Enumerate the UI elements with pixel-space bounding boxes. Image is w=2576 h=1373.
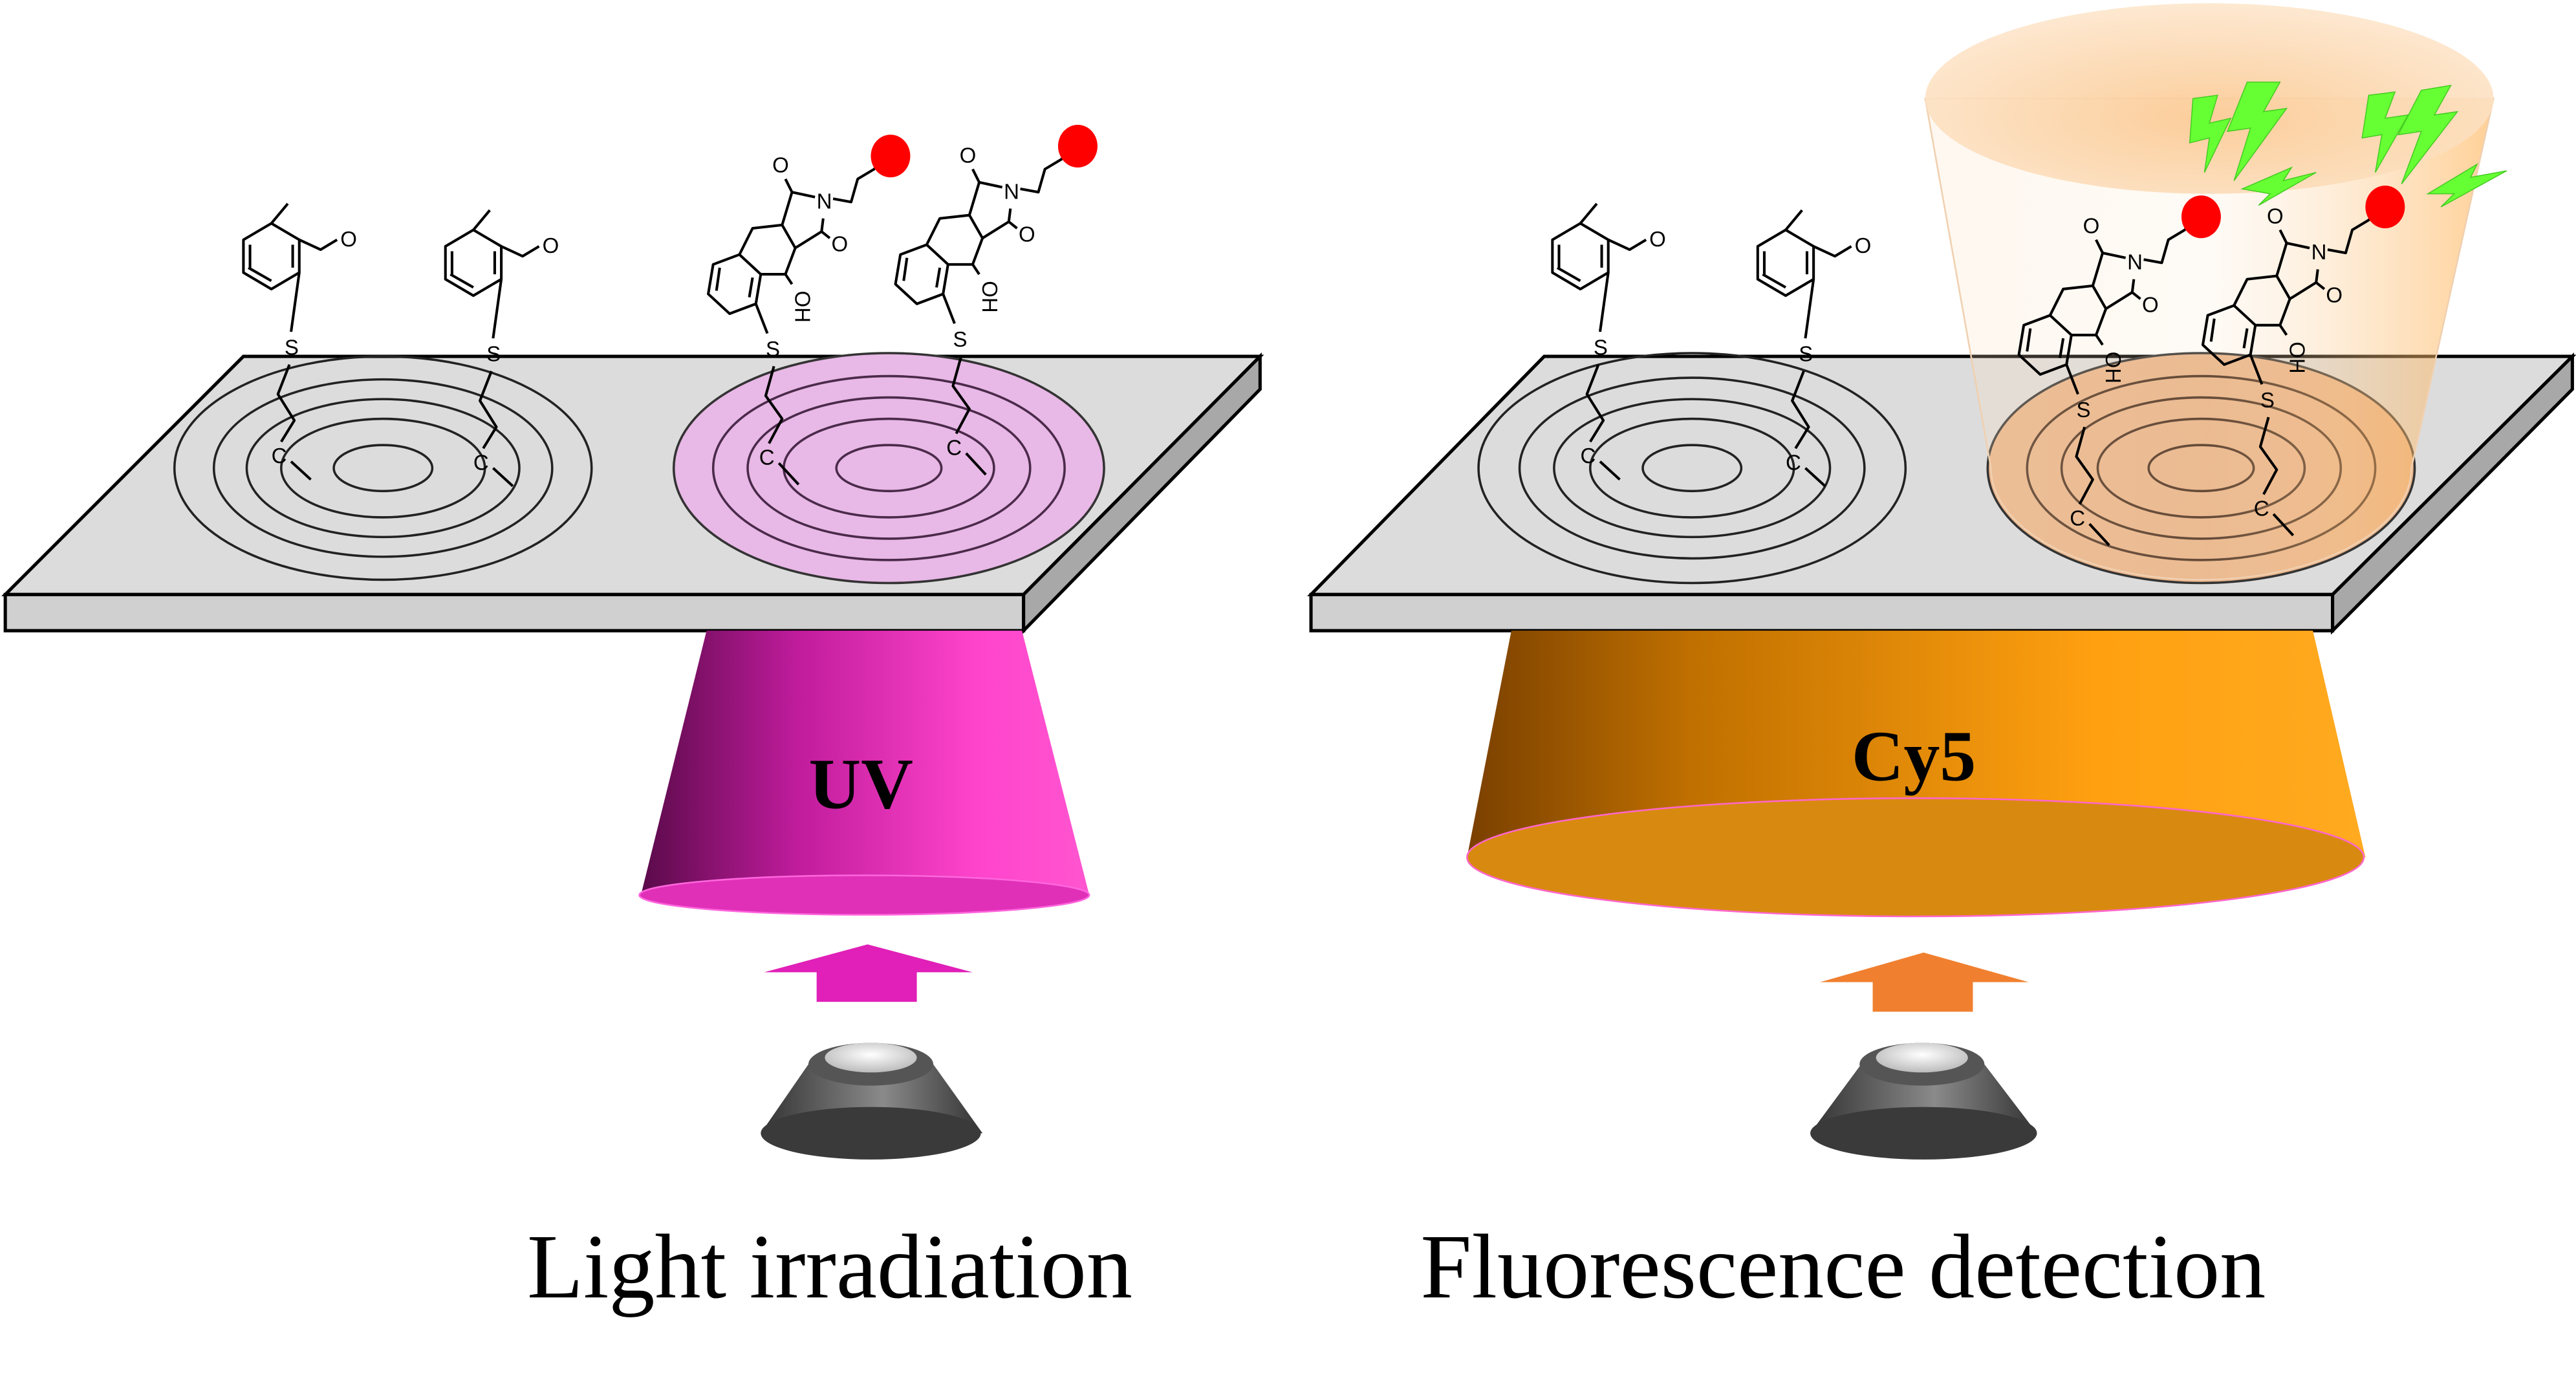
carbon-label: C <box>2070 506 2085 530</box>
sulfur-label: S <box>1799 342 1813 366</box>
hydroxyl-label: OH <box>791 290 815 323</box>
nitrogen-label: N <box>2311 240 2327 264</box>
caption-fluorescence-detection: Fluorescence detection <box>1420 1215 2266 1317</box>
fluorophore-dot <box>2181 195 2221 239</box>
oxygen-label: O <box>1649 227 1666 251</box>
caption-light-irradiation: Light irradiation <box>527 1215 1132 1317</box>
oxygen-label: O <box>2083 214 2100 238</box>
oxygen-label: O <box>340 227 357 251</box>
oxygen-label: O <box>832 232 849 256</box>
carbon-label: C <box>272 444 287 468</box>
nitrogen-label: N <box>1004 179 1019 203</box>
oxygen-label: O <box>543 233 559 257</box>
uv-light-source <box>761 1043 983 1160</box>
carbon-label: C <box>1581 444 1596 468</box>
aldehyde-molecule: O S C <box>1551 202 1666 481</box>
uv-label: UV <box>809 744 913 824</box>
carbon-label: C <box>2254 496 2269 520</box>
oxygen-label: O <box>772 153 789 177</box>
hydroxyl-label: OH <box>978 281 1002 313</box>
cy5-label: Cy5 <box>1852 716 1976 796</box>
sulfur-label: S <box>766 337 780 361</box>
up-arrow-icon <box>1820 952 2029 1012</box>
cy5-beam: Cy5 <box>1466 631 2366 918</box>
uv-exposed-spot <box>672 352 1105 585</box>
oxygen-label: O <box>960 143 977 167</box>
nitrogen-label: N <box>817 189 832 213</box>
electrode-rings-unexposed <box>173 355 593 581</box>
fluorophore-dot <box>1057 125 1098 168</box>
emission-lightning-icons <box>2189 81 2507 208</box>
oxygen-label: O <box>1855 233 1872 257</box>
carbon-label: C <box>759 446 775 470</box>
sulfur-label: S <box>953 327 967 351</box>
oxygen-label: O <box>2142 293 2159 317</box>
oxygen-label: O <box>1019 222 1035 246</box>
carbon-label: C <box>1786 450 1801 474</box>
panel-light-irradiation: O S C O S C O O N OH S C <box>1 125 1264 1317</box>
cy5-adduct-molecule: O O N OH S C <box>2201 185 2405 537</box>
cy5-adduct-molecule: O O N OH S C <box>894 125 1098 476</box>
carbon-label: C <box>473 450 489 474</box>
hydroxyl-label: OH <box>2286 341 2310 374</box>
sulfur-label: S <box>1594 336 1608 360</box>
uv-beam: UV <box>638 631 1090 916</box>
cy5-adduct-molecule: O O N OH S C <box>707 135 911 486</box>
carbon-label: C <box>946 435 962 459</box>
up-arrow-icon <box>764 944 973 1002</box>
electrode-rings-unexposed <box>1477 352 1907 585</box>
sulfur-label: S <box>486 342 501 366</box>
nitrogen-label: N <box>2127 250 2143 274</box>
oxygen-label: O <box>2267 204 2284 228</box>
detector-light-source <box>1810 1043 2037 1160</box>
fluorophore-dot <box>2365 185 2405 228</box>
aldehyde-molecule: O S C <box>444 209 559 488</box>
cy5-adduct-molecule: O O N OH S C <box>2017 195 2221 546</box>
aldehyde-molecule: O S C <box>242 202 357 481</box>
aldehyde-molecule: O S C <box>1756 209 1872 488</box>
oxygen-label: O <box>2326 283 2343 307</box>
sulfur-label: S <box>2260 388 2275 412</box>
sulfur-label: S <box>2076 398 2090 422</box>
fluorophore-dot <box>871 135 911 178</box>
panel-fluorescence-detection: O S C O S C O O N OH S C <box>1307 3 2576 1317</box>
hydroxyl-label: OH <box>2101 351 2125 384</box>
sulfur-label: S <box>285 336 299 360</box>
